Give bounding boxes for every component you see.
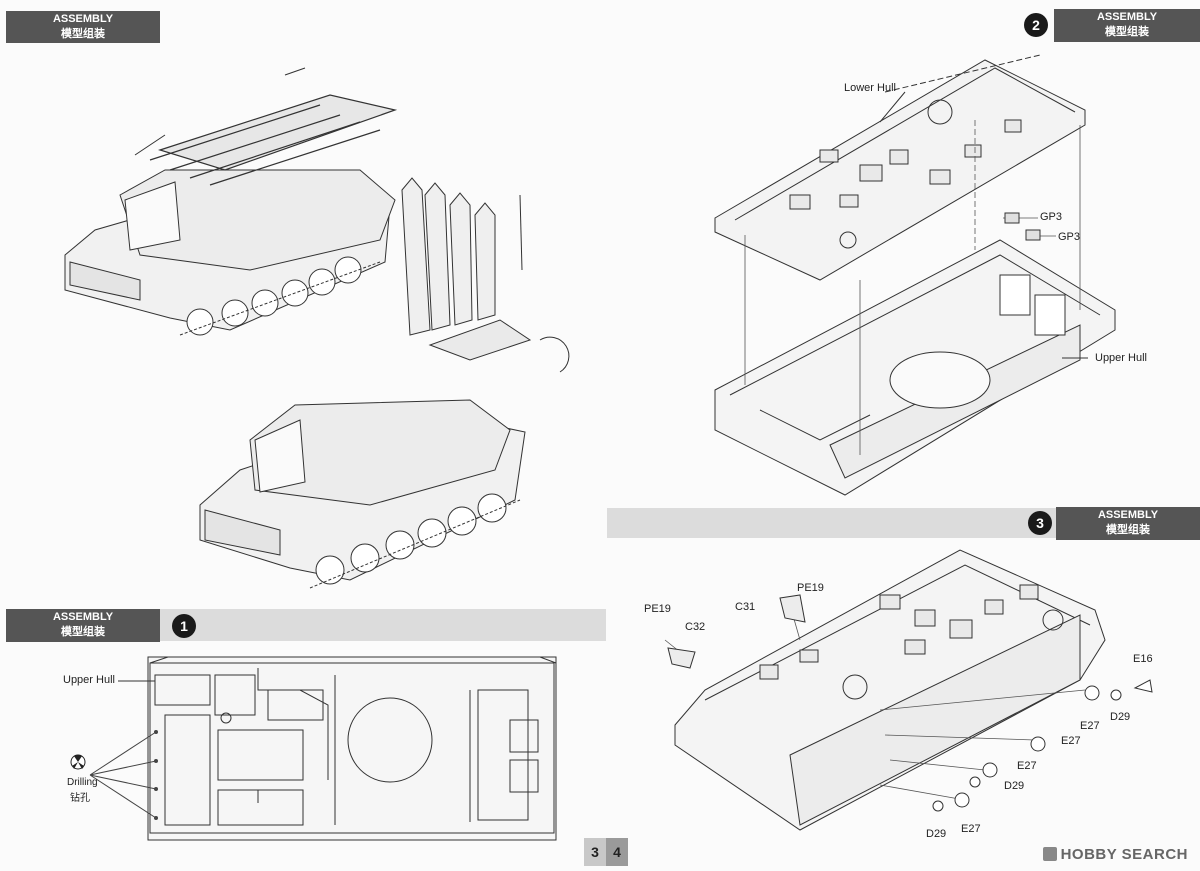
drilling-label: Drilling [67, 777, 98, 788]
step-2-title-zh: 模型组装 [1105, 26, 1149, 38]
step-3-hull [664, 549, 1106, 831]
watermark-icon [1042, 847, 1057, 861]
step-2-upper-hull [714, 239, 1116, 496]
watermark-text: HOBBY SEARCH [1060, 846, 1188, 863]
step-1-hull-plan [89, 656, 557, 841]
lower-hull-label: Lower Hull [844, 82, 896, 94]
step-2-upper-hull-label: Upper Hull [1095, 352, 1147, 364]
step-3-number: 3 [1028, 511, 1052, 535]
pe19-label-left: PE19 [644, 603, 671, 615]
drilling-label-zh: 钻孔 [70, 793, 90, 804]
c31-label: C31 [735, 601, 756, 613]
step-1-title-zh: 模型组装 [61, 626, 105, 638]
step-1-band [160, 609, 606, 641]
step-2-number: 2 [1024, 13, 1048, 37]
e16-label: E16 [1133, 653, 1153, 665]
step-2-guide-lines [744, 120, 1081, 455]
d29-label-a: D29 [1110, 711, 1131, 723]
step-3-band [607, 508, 1058, 538]
d29-label-c: D29 [926, 828, 947, 840]
step-3-parts [667, 594, 1153, 812]
step-3-title: ASSEMBLY [1097, 509, 1159, 521]
step-3-header: ASSEMBLY 模型组装 [1056, 507, 1200, 540]
step-1-header: ASSEMBLY 模型组装 [6, 609, 160, 642]
e27-label-a: E27 [1080, 720, 1100, 732]
assembly-label: ASSEMBLY [52, 13, 114, 25]
page-number-right: 4 [606, 838, 628, 866]
gp3-label-a: GP3 [1040, 211, 1063, 223]
e27-label-d: E27 [961, 823, 981, 835]
e27-label-c: E27 [1017, 760, 1037, 772]
step-2-header: ASSEMBLY 模型组装 [1054, 9, 1200, 42]
page-number-left: 3 [584, 838, 606, 866]
d29-label-b: D29 [1004, 780, 1025, 792]
step-1-upper-hull-label: Upper Hull [63, 674, 115, 686]
pe19-label-right: PE19 [797, 582, 824, 594]
e27-label-b: E27 [1061, 735, 1081, 747]
watermark: HOBBY SEARCH [1042, 846, 1188, 863]
step-2-title: ASSEMBLY [1096, 11, 1158, 23]
vehicle-illustration-raised [199, 177, 570, 589]
assembly-label-zh: 模型组装 [61, 28, 105, 40]
step-1-number: 1 [172, 614, 196, 638]
step-1-title: ASSEMBLY [52, 611, 114, 623]
gp3-label-b: GP3 [1058, 231, 1081, 243]
step-3-title-zh: 模型组装 [1106, 524, 1150, 536]
drilling-icon [70, 754, 86, 770]
assembly-header-top-left: ASSEMBLY 模型组装 [6, 11, 160, 43]
c32-label: C32 [685, 621, 706, 633]
gp3-parts [1004, 212, 1041, 241]
vehicle-illustration-closed [64, 67, 398, 336]
step-2-lower-hull [714, 54, 1086, 281]
